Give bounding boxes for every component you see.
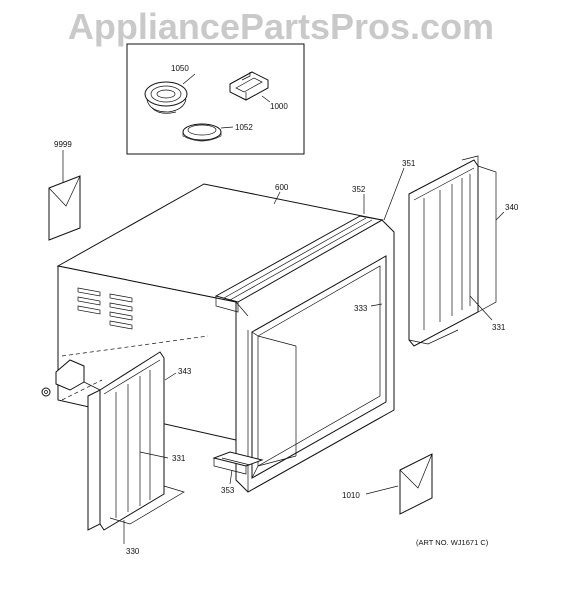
- label-333: 333: [354, 304, 368, 313]
- housing: [56, 183, 395, 493]
- label-353: 353: [221, 486, 235, 495]
- label-1050: 1050: [171, 64, 189, 73]
- watermark-text: AppliancePartsPros.com: [67, 6, 495, 47]
- label-352: 352: [352, 185, 366, 194]
- part-1052-drawing: [182, 123, 222, 142]
- part-1010-card: [365, 453, 433, 515]
- label-340: 340: [505, 203, 519, 212]
- label-331-right: 331: [492, 323, 506, 332]
- art-number: (ART NO. WJ1671 C): [416, 538, 489, 547]
- right-side-panel-340: [408, 155, 505, 347]
- label-343: 343: [178, 367, 192, 376]
- label-351: 351: [402, 159, 416, 168]
- label-1052: 1052: [235, 123, 253, 132]
- label-330: 330: [126, 547, 140, 556]
- label-600: 600: [275, 183, 289, 192]
- part-1000-drawing: [229, 71, 269, 101]
- left-bracket-screw: [41, 359, 85, 397]
- inset-box: [126, 43, 305, 155]
- part-9999-card: [48, 150, 81, 241]
- label-1000: 1000: [270, 102, 288, 111]
- label-9999: 9999: [54, 140, 72, 149]
- bottom-rail-353: [212, 451, 264, 475]
- louvers: [77, 287, 133, 330]
- part-1050-drawing: [144, 81, 188, 114]
- label-1010: 1010: [342, 491, 360, 500]
- left-side-panel-343: [83, 351, 185, 544]
- label-331-left: 331: [172, 454, 186, 463]
- top-rail-352: [214, 215, 384, 313]
